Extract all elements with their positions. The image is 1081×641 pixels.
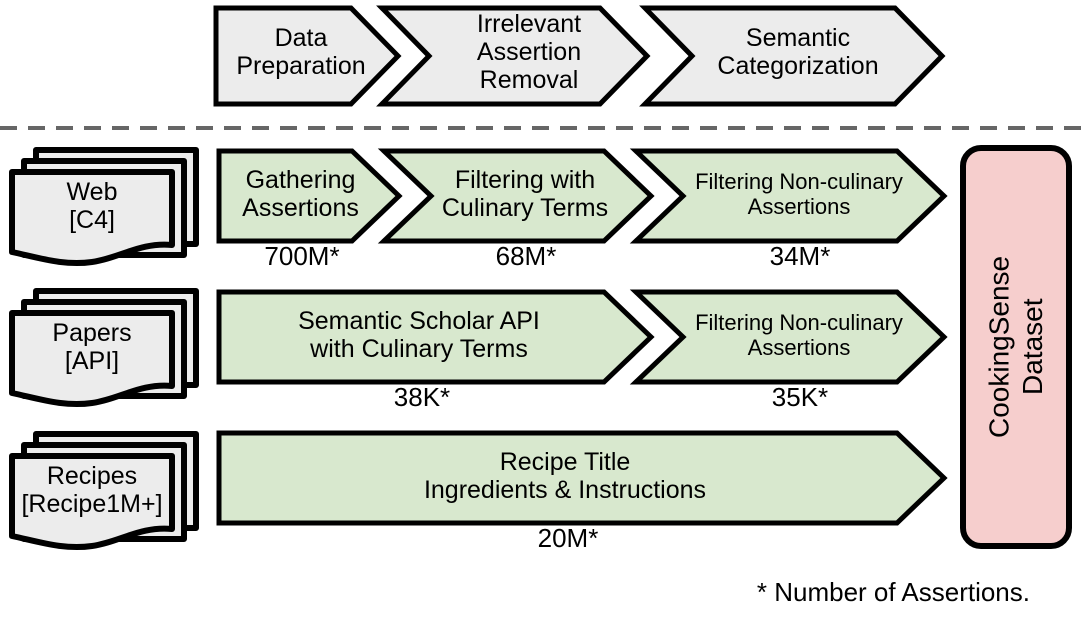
- process-shape-r1-s2: [377, 148, 655, 244]
- stage-shape-data-preparation: [213, 5, 402, 107]
- stage-shape-irrelevant-assertion-removal: [376, 5, 651, 107]
- stage-shape-semantic-categorization: [639, 5, 946, 107]
- process-shape-r3-s1: [216, 430, 948, 526]
- output-shape-cookingsense-dataset: [960, 145, 1072, 549]
- process-shape-r2-s1: [216, 289, 655, 385]
- source-stack-sheet-front-papers: [9, 310, 175, 408]
- process-shape-r1-s1: [216, 148, 403, 244]
- output-label-cookingsense-dataset: CookingSense Dataset: [983, 255, 1048, 439]
- source-stack-sheet-front-recipes: [9, 453, 175, 551]
- source-stack-sheet-front-web: [9, 169, 175, 267]
- process-shape-r2-s2: [629, 289, 948, 385]
- process-shape-r1-s3: [629, 148, 948, 244]
